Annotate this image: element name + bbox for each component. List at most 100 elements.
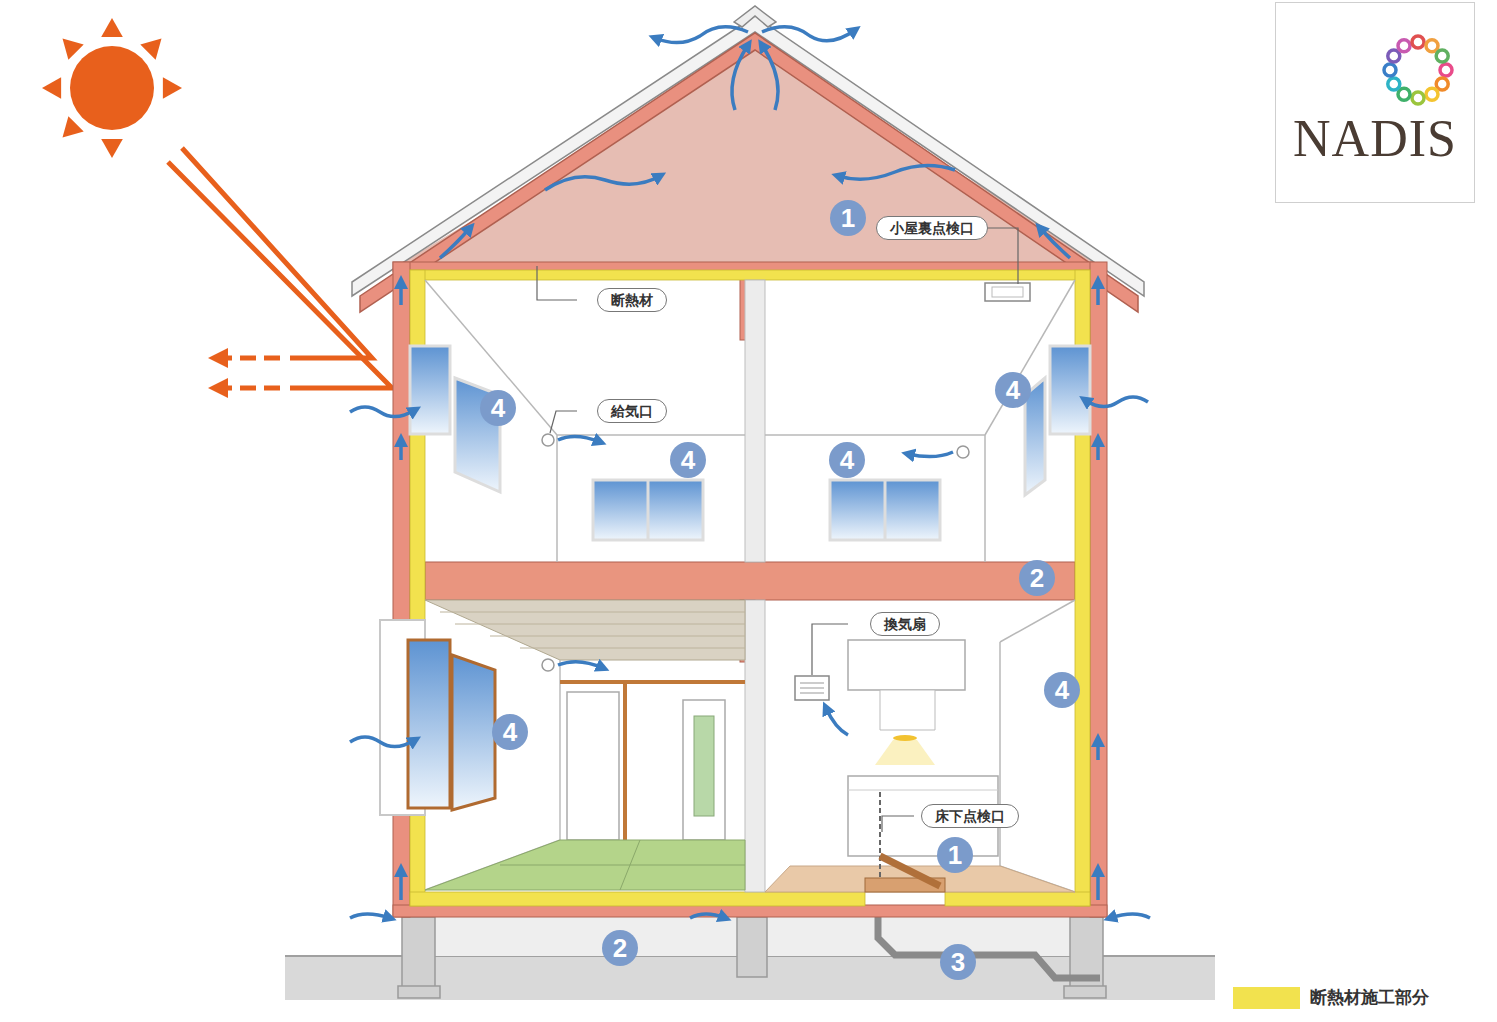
room-lines (999, 642, 1001, 866)
partition-wall (745, 280, 765, 892)
leader-line (537, 228, 1018, 832)
sun (42, 18, 182, 158)
callout-text: 4 (492, 714, 528, 750)
drain-pipe (878, 908, 1100, 978)
sun-ray (218, 356, 280, 361)
airflow-arrow (350, 737, 415, 747)
logo-panel (1426, 88, 1438, 100)
kitchen (800, 683, 824, 693)
logo-panel (1275, 2, 1475, 203)
sun (163, 77, 182, 99)
callout-text: 4 (1044, 672, 1080, 708)
insulation (410, 892, 865, 906)
callout-number: 3 (940, 944, 976, 980)
airflow-arrow (826, 708, 848, 735)
floor-hatch (865, 856, 945, 892)
airflow-arrow (1096, 282, 1100, 305)
lower-window (452, 655, 495, 810)
airflow-arrow (545, 176, 660, 190)
airflow-arrow (350, 407, 415, 417)
airflow-arrow (440, 228, 470, 258)
window (830, 480, 940, 540)
airflow-arrow (762, 45, 778, 110)
window (410, 346, 450, 434)
callout-number: 4 (670, 442, 706, 478)
airflow-arrow (655, 27, 748, 43)
logo-panel (1412, 92, 1424, 104)
airflow-arrow (732, 45, 748, 110)
logo-panel (1436, 78, 1448, 90)
attic-hatch (985, 283, 1030, 301)
insulation (410, 270, 1090, 906)
window (1050, 346, 1090, 434)
logo-panel (1412, 36, 1424, 48)
japanese-room (425, 600, 745, 890)
callout-number: 4 (492, 714, 528, 750)
airflow-arrow (399, 870, 403, 900)
kitchen (800, 693, 824, 694)
kitchen (848, 790, 998, 791)
legend-text: 断熱材施工部分 (1310, 986, 1429, 1009)
roof (352, 6, 1144, 312)
leader-line (550, 411, 577, 433)
window (410, 346, 1090, 540)
callout-number: 4 (1044, 672, 1080, 708)
insulation (410, 270, 1090, 280)
sun (101, 139, 123, 158)
airflow-arrow (908, 452, 953, 457)
logo-panel (1275, 2, 1475, 203)
japanese-room (559, 660, 561, 840)
callout-text: 4 (480, 390, 516, 426)
airflow-arrow (1096, 740, 1100, 760)
kitchen (848, 640, 965, 690)
window (647, 480, 650, 540)
airflow-arrow (690, 914, 725, 918)
logo-panel (1384, 36, 1452, 104)
insulation (945, 892, 1090, 906)
room-lines (984, 435, 986, 562)
room-lines (1000, 600, 1075, 642)
kitchen (800, 688, 824, 689)
japanese-room (455, 624, 745, 625)
attic-hatch (985, 283, 1030, 301)
japanese-room (623, 682, 627, 840)
structure (393, 262, 410, 917)
window (884, 480, 887, 540)
structure (393, 262, 1107, 917)
japanese-room (425, 600, 745, 660)
foundation (402, 917, 435, 989)
callout-number: 1 (830, 200, 866, 236)
kitchen (800, 683, 824, 684)
sun-ray (218, 386, 280, 391)
part-label: 給気口 (597, 399, 667, 423)
foundation (737, 917, 767, 977)
roof (400, 50, 1110, 264)
airflow-arrow (838, 165, 955, 179)
airflow-arrow (762, 27, 855, 41)
callout-text: 4 (829, 442, 865, 478)
roof (360, 33, 1138, 312)
sun (70, 46, 154, 130)
japanese-room (440, 612, 745, 613)
airflow-arrow (1096, 870, 1100, 900)
callout-number: 2 (1019, 560, 1055, 596)
logo-panel (1388, 78, 1400, 90)
structure (393, 905, 1107, 917)
airflow-arrow (399, 282, 403, 305)
supply-vent (542, 659, 554, 671)
logo-panel (1398, 40, 1410, 52)
attic-hatch (992, 287, 1023, 297)
kitchen (879, 792, 881, 880)
supply-vent (542, 434, 969, 671)
leader-line (537, 266, 577, 300)
label-text: 床下点検口 (935, 808, 1005, 824)
logo-panel (1426, 40, 1438, 52)
kitchen (893, 735, 917, 741)
leader-line (812, 624, 848, 675)
callout-number: 1 (937, 837, 973, 873)
drain-pipe (878, 908, 1100, 978)
partition-wall (745, 280, 765, 562)
structure (425, 562, 1075, 600)
room-lines (425, 280, 1075, 892)
structure (1090, 262, 1107, 917)
